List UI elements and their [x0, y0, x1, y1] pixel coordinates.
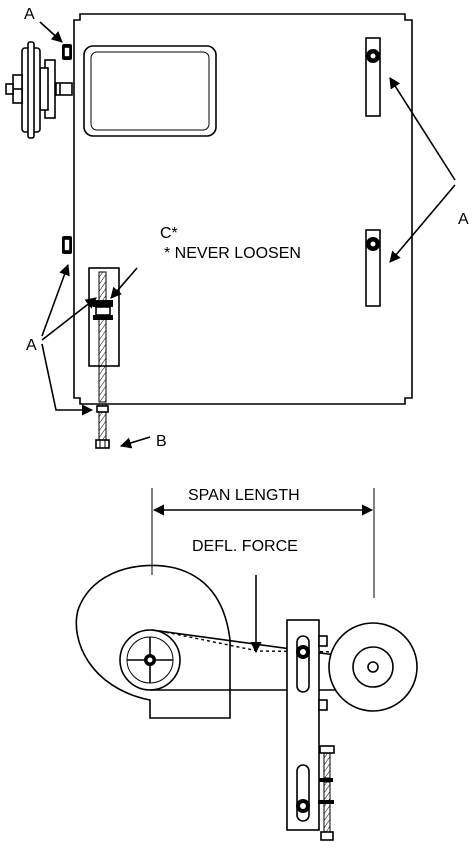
belt	[150, 629, 360, 691]
tension-bracket	[88, 267, 120, 403]
label-c: C*	[160, 225, 178, 242]
slot-bracket-upper	[365, 37, 381, 117]
callout-arrows-top	[39, 21, 456, 449]
slot-bracket-lower	[365, 229, 381, 307]
label-b: B	[156, 433, 167, 450]
motor	[83, 45, 217, 137]
adjustment-bolt-left	[62, 236, 72, 254]
label-a-top: A	[24, 6, 35, 23]
blower-housing	[75, 564, 231, 719]
adjustment-plate	[286, 619, 328, 831]
tension-bolt	[95, 403, 110, 449]
label-span-length: SPAN LENGTH	[188, 487, 300, 504]
span-dimension	[151, 488, 375, 598]
motor-pulley	[5, 41, 73, 139]
label-a-right: A	[458, 211, 469, 228]
label-defl-force: DEFL. FORCE	[192, 538, 298, 555]
label-a-left: A	[26, 337, 37, 354]
adjustment-bolt-top	[62, 44, 72, 60]
tension-rod	[318, 745, 335, 841]
housing-panel	[73, 13, 413, 405]
label-never-loosen: * NEVER LOOSEN	[164, 245, 301, 262]
driven-pulley	[328, 622, 418, 712]
